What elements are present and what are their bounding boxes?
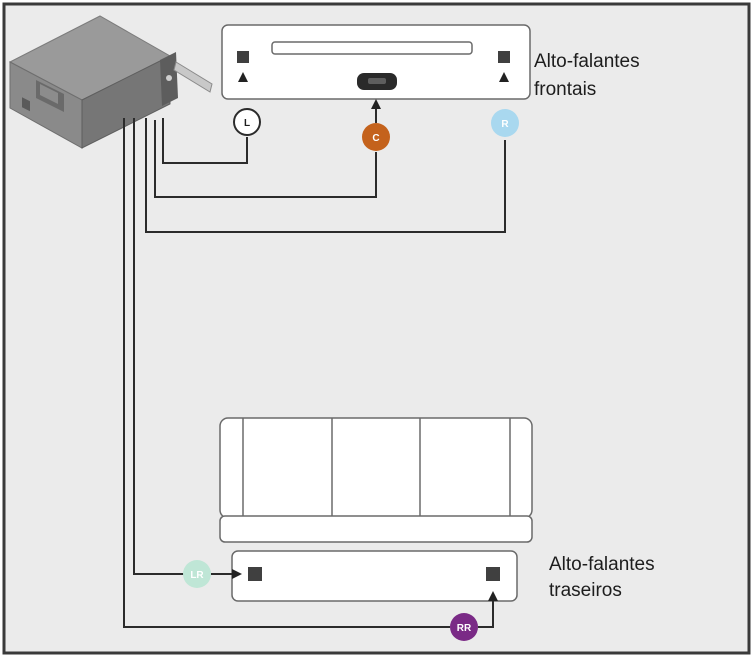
receiver-icon — [8, 15, 213, 149]
wire-rear-left — [133, 118, 184, 575]
tv-screen — [271, 41, 473, 55]
center-up-arrow-icon — [371, 99, 381, 109]
wire-front-right — [145, 118, 506, 233]
wire-center — [154, 120, 377, 198]
badge-rear-right: RR — [450, 613, 478, 641]
rear-speakers-label-line2: traseiros — [549, 580, 622, 601]
badge-center-label: C — [372, 133, 379, 144]
front-speakers-label-line1: Alto-falantes — [534, 51, 640, 72]
wire-rear-right-arrow — [478, 601, 494, 628]
front-right-up-arrow-icon — [499, 72, 509, 82]
badge-center: C — [362, 123, 390, 151]
front-left-up-arrow-icon — [238, 72, 248, 82]
rear-right-speaker-icon — [486, 567, 500, 581]
front-right-speaker-icon — [498, 51, 510, 63]
front-speakers-label-line2: frontais — [534, 79, 596, 100]
badge-rear-left-label: LR — [190, 570, 204, 581]
wire-rear-right — [123, 118, 450, 628]
rear-right-up-arrow-icon — [488, 591, 498, 601]
badge-right: R — [491, 109, 519, 137]
front-left-speaker-icon — [237, 51, 249, 63]
badge-left-label: L — [244, 118, 250, 129]
rear-speakers-label-line1: Alto-falantes — [549, 554, 655, 575]
badge-left: L — [233, 108, 261, 136]
badge-rear-left: LR — [183, 560, 211, 588]
wire-front-left — [162, 118, 248, 164]
sofa-icon — [219, 417, 533, 543]
rear-speaker-bar — [231, 550, 518, 602]
rear-left-speaker-icon — [248, 567, 262, 581]
rear-left-right-arrow-icon — [232, 569, 242, 579]
badge-rear-right-label: RR — [457, 623, 472, 634]
badge-right-label: R — [501, 119, 509, 130]
